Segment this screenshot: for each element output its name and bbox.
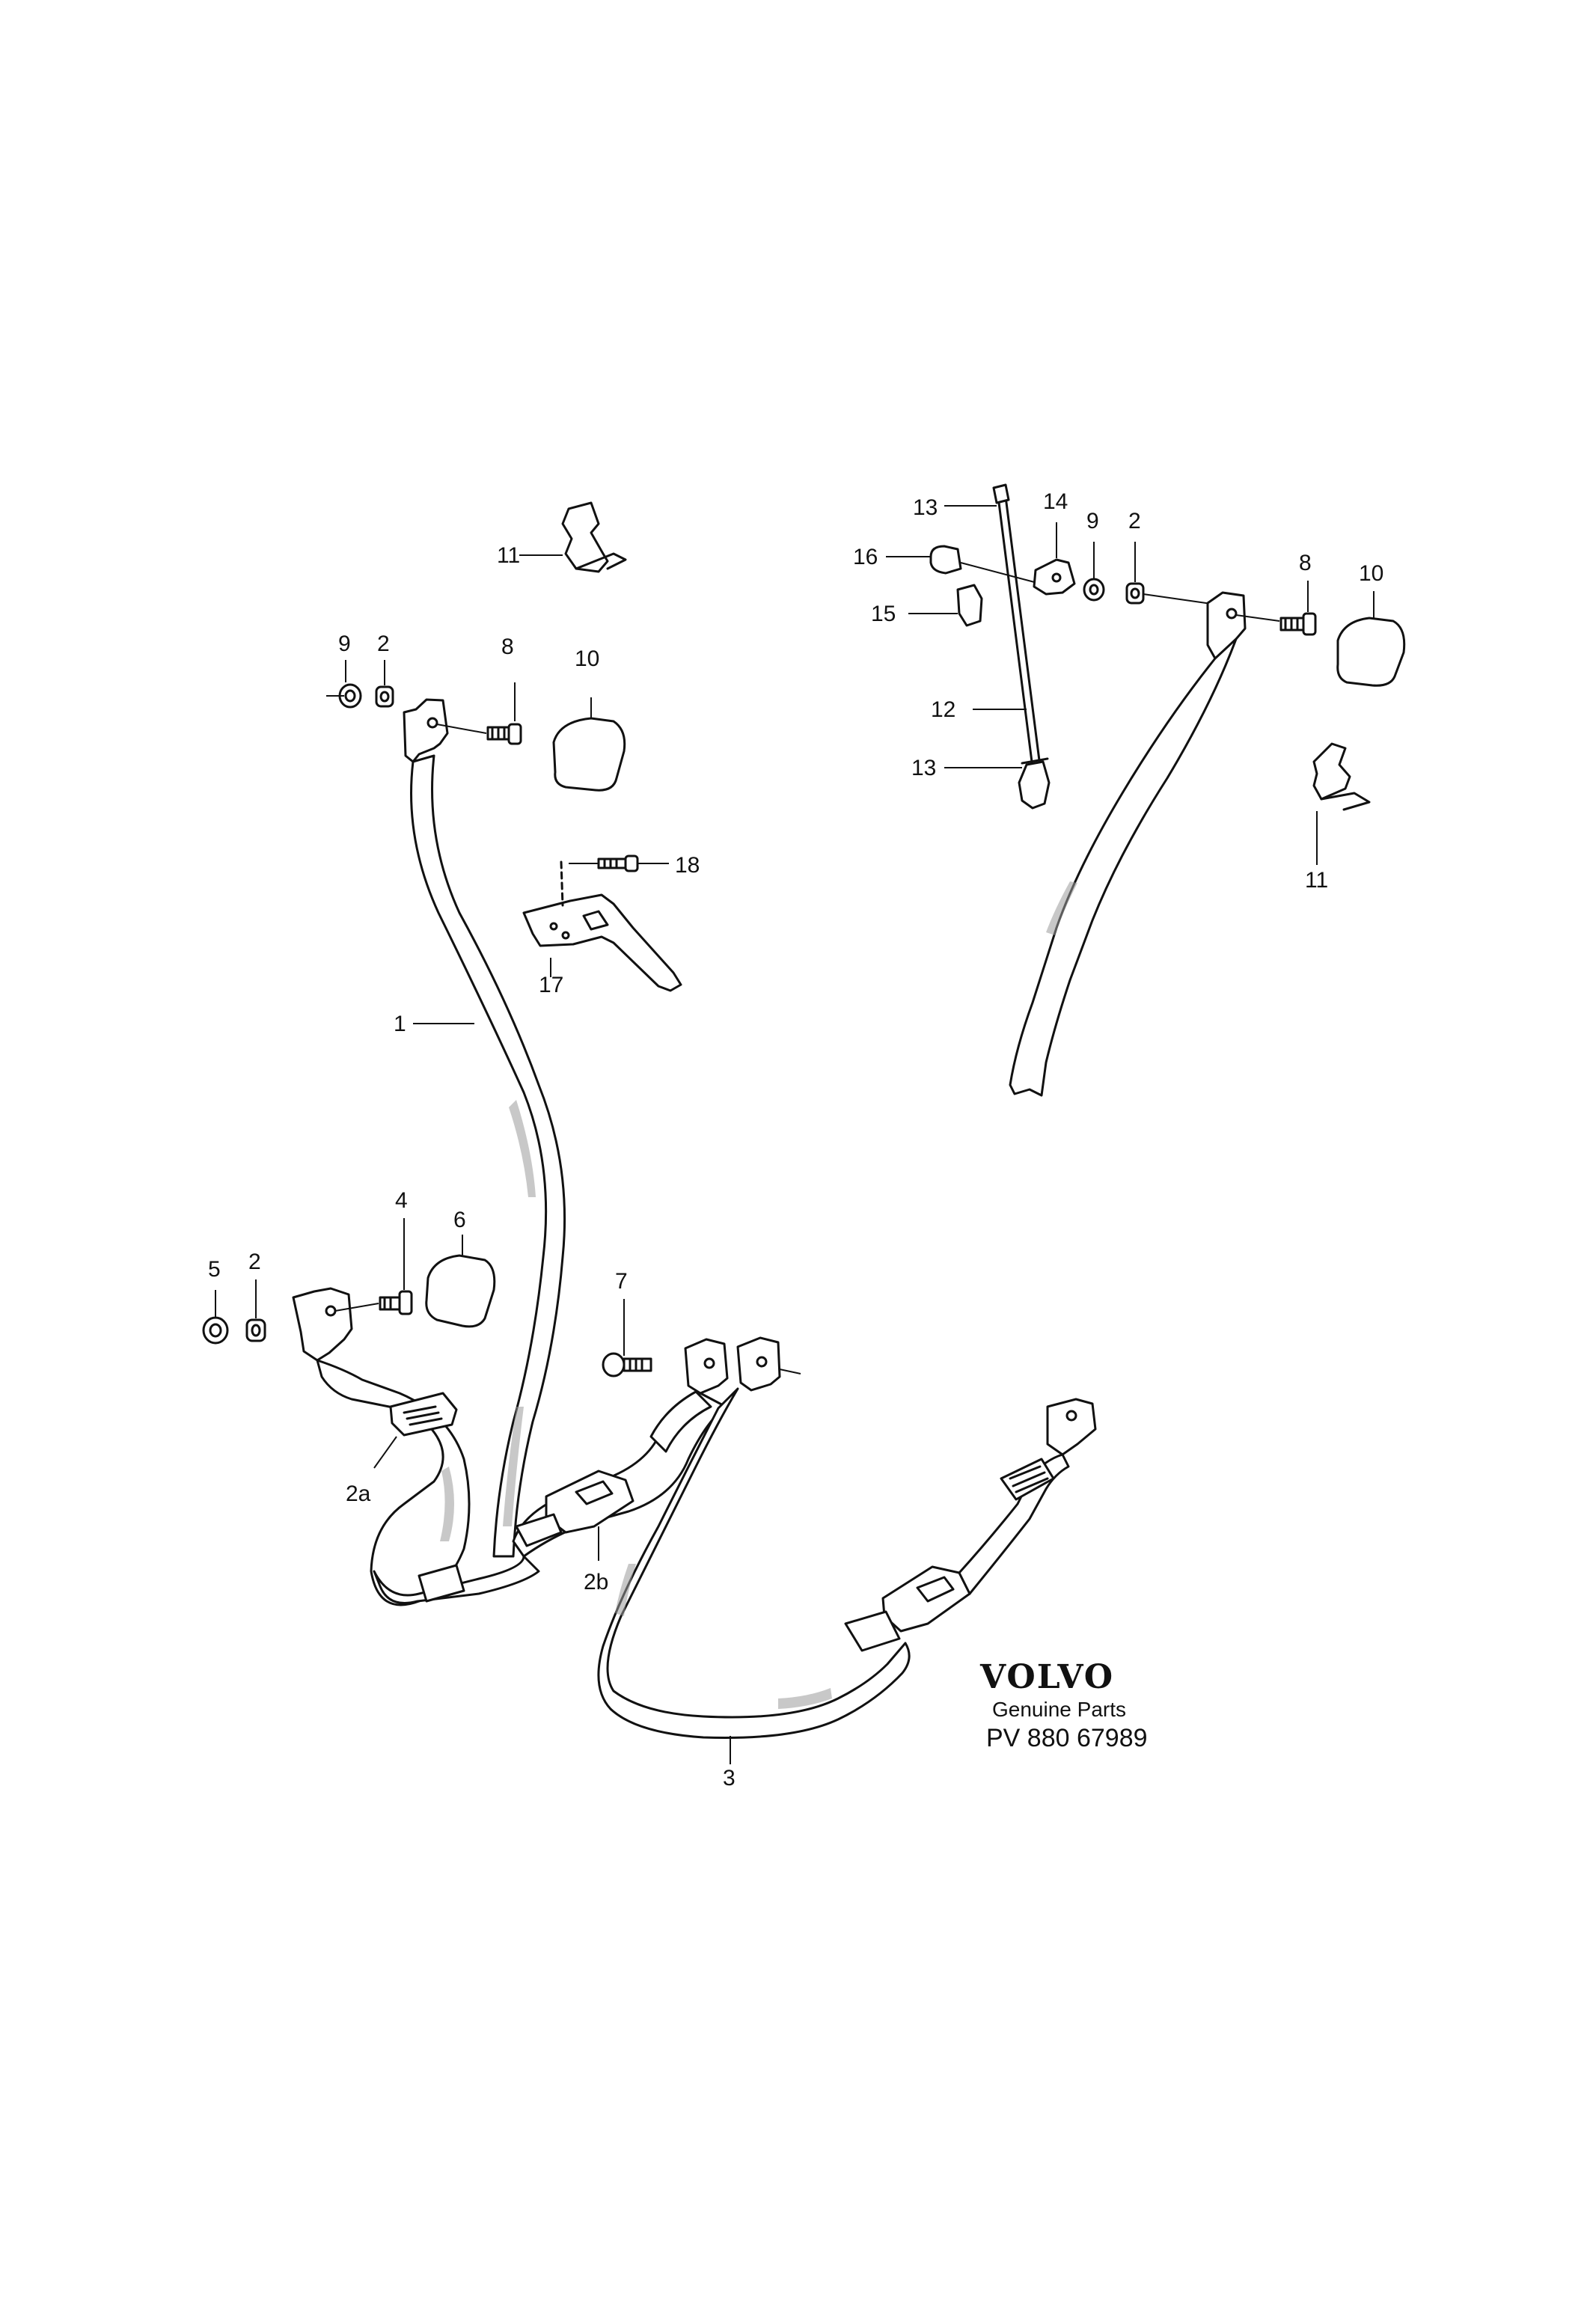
label-2b: 2b [584,1570,608,1594]
right-washer-9 [1083,578,1105,602]
label-13-top: 13 [913,495,938,520]
label-2-right: 2 [1128,509,1141,533]
lap-strap-right [958,1398,1097,1595]
label-8-left: 8 [501,634,514,659]
label-3: 3 [723,1766,736,1791]
label-6: 6 [453,1208,466,1232]
label-7: 7 [615,1269,628,1294]
label-11-right: 11 [1305,868,1328,893]
left-upper-nut-2 [375,685,394,708]
lap-buckle-3 [844,1565,971,1652]
label-2a: 2a [346,1481,371,1506]
label-9-right: 9 [1086,509,1099,533]
left-lower-nut-2 [245,1318,266,1342]
left-lower-anchor-plate [292,1287,379,1362]
label-15: 15 [871,602,896,626]
right-clip-11 [1312,742,1371,811]
left-upper-clip-11 [561,501,627,573]
left-upper-bolt-8 [486,723,522,745]
center-bolt-7 [602,1352,652,1377]
label-9-left: 9 [338,632,351,656]
label-16: 16 [853,545,878,569]
brand-subtitle: Genuine Parts [992,1698,1126,1721]
label-10-left: 10 [575,646,599,671]
right-cover-10 [1336,617,1406,687]
label-1: 1 [394,1012,406,1036]
left-lower-washer-5 [202,1316,229,1345]
label-5: 5 [208,1257,221,1282]
buckle-2a [389,1392,458,1437]
label-13-bottom: 13 [911,756,936,780]
label-8-right: 8 [1299,551,1312,575]
label-17: 17 [539,973,563,997]
left-lower-bolt-4 [379,1290,413,1315]
label-14: 14 [1043,489,1068,514]
left-upper-anchor-plate [403,698,487,763]
guide-bolt-18 [597,854,639,872]
label-4: 4 [395,1188,408,1213]
right-strap [1009,637,1238,1097]
label-2-left-top: 2 [377,632,390,656]
label-11-left: 11 [497,543,520,568]
left-lower-cover-6 [425,1254,496,1328]
label-18: 18 [675,853,700,878]
guide-bracket-17 [522,893,682,992]
bushing-16 [929,545,962,575]
part-number: PV 880 67989 [986,1724,1148,1752]
bracket-14 [1033,558,1076,596]
center-anchor-brackets [684,1336,801,1395]
stud-12 [992,483,1051,810]
label-2-left-bottom: 2 [248,1250,261,1274]
right-nut-2 [1125,582,1145,605]
left-upper-cover-10 [552,717,626,792]
brand-logo: VOLVO [979,1658,1114,1696]
strap-3 [597,1387,911,1739]
sleeve-15 [956,584,983,627]
label-10-right: 10 [1359,561,1383,586]
strap-1 [410,754,566,1558]
buckle-2b [515,1470,635,1547]
lap-strap-loop [373,1555,540,1604]
right-bolt-8 [1279,612,1317,636]
label-12: 12 [931,697,955,722]
